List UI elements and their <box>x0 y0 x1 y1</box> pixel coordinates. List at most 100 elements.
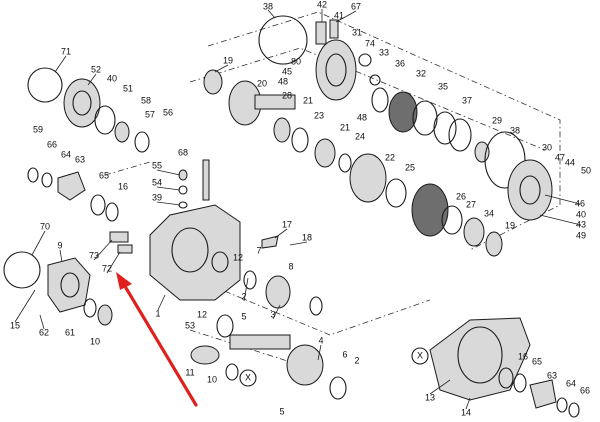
leader-lines <box>14 9 582 410</box>
ring-51 <box>94 105 116 135</box>
callout-55: 55 <box>152 160 162 170</box>
callout-40: 40 <box>107 73 117 83</box>
callout-22: 22 <box>385 152 395 162</box>
callout-2: 2 <box>354 355 359 365</box>
callout-37: 37 <box>462 95 472 105</box>
callout-68: 68 <box>178 147 188 157</box>
arrow-head <box>116 272 132 290</box>
disc-32 <box>388 91 418 133</box>
callout-5: 5 <box>241 311 246 321</box>
leader-line <box>267 9 276 19</box>
callout-10: 10 <box>90 336 100 346</box>
callout-33: 33 <box>379 47 389 57</box>
ring-33 <box>369 74 381 86</box>
ring-25 <box>385 178 407 208</box>
callout-10: 10 <box>207 374 217 384</box>
callout-11: 11 <box>185 367 194 377</box>
ring-23 <box>291 127 309 153</box>
leader-line <box>87 73 97 86</box>
o-ring-71 <box>27 67 63 103</box>
callout-14: 14 <box>461 407 471 417</box>
leader-line <box>243 277 249 302</box>
bearing-58 <box>114 121 130 143</box>
leader-line <box>31 230 46 256</box>
callout-63: 63 <box>75 154 85 164</box>
callout-20: 20 <box>257 78 267 88</box>
bearing-34 <box>463 217 485 247</box>
ring-2-mid <box>309 296 323 316</box>
x-marker-left <box>239 369 257 387</box>
ring-7 <box>243 270 257 290</box>
callout-28: 28 <box>282 90 292 100</box>
callout-72: 72 <box>102 263 112 273</box>
leader-line <box>157 294 166 311</box>
o-ring-38-top <box>258 15 308 65</box>
leader-line <box>429 379 451 395</box>
callout-35: 35 <box>438 81 448 91</box>
callout-54: 54 <box>152 177 162 187</box>
washer-66 <box>27 167 39 183</box>
callout-4: 4 <box>318 335 323 345</box>
callout-43: 43 <box>576 219 586 229</box>
flange-52 <box>63 78 101 128</box>
callout-56: 56 <box>163 107 173 117</box>
callout-3: 3 <box>270 309 275 319</box>
callout-80: 80 <box>291 56 301 66</box>
ring-37a <box>433 111 457 145</box>
callout-13: 13 <box>425 392 435 402</box>
leader-line <box>54 55 67 73</box>
callout-2: 2 <box>241 291 246 301</box>
callout-16: 16 <box>118 181 128 191</box>
callout-21: 21 <box>340 122 350 132</box>
callout-45: 45 <box>282 66 292 76</box>
callout-57: 57 <box>145 109 155 119</box>
ring-27 <box>441 205 463 235</box>
callout-27: 27 <box>466 199 476 209</box>
plug-55 <box>178 169 188 181</box>
callout-51: 51 <box>123 83 133 93</box>
callout-21: 21 <box>303 95 313 105</box>
upper-shaft-assembly <box>203 15 553 257</box>
ring-16-right <box>498 367 514 389</box>
left-assembly <box>3 67 150 326</box>
bearing-10-left <box>97 304 113 326</box>
callout-39: 39 <box>152 192 162 202</box>
washer-66-right <box>568 402 580 418</box>
ring-12 <box>216 314 234 338</box>
callout-71: 71 <box>61 46 71 56</box>
gear-8 <box>265 275 291 309</box>
leader-line <box>274 228 288 239</box>
callout-19: 19 <box>223 55 233 65</box>
callout-12: 12 <box>233 252 243 262</box>
leader-line <box>539 214 582 226</box>
housing-1 <box>149 204 241 301</box>
callout-53: 53 <box>185 320 195 330</box>
bearing-28 <box>273 117 291 143</box>
callout-5: 5 <box>279 406 284 416</box>
callout-25: 25 <box>405 162 415 172</box>
arrow-shaft <box>124 286 198 407</box>
callout-70: 70 <box>40 221 50 231</box>
callout-50: 50 <box>581 165 591 175</box>
callout-63: 63 <box>547 370 557 380</box>
yoke-63-right <box>529 379 557 409</box>
bearing-19-right <box>485 231 503 257</box>
bearing-29 <box>474 141 490 163</box>
yoke-63 <box>57 171 86 201</box>
seal-65-right <box>513 373 527 393</box>
bracket-17 <box>261 235 279 249</box>
callout-52: 52 <box>91 64 101 74</box>
x-marker-left-label: X <box>245 372 251 382</box>
ring-74 <box>358 53 372 67</box>
nut-64 <box>41 172 53 188</box>
x-marker-right <box>411 347 429 365</box>
leader-line <box>156 186 181 191</box>
shaft-20-body <box>254 94 296 110</box>
callout-74: 74 <box>365 38 375 48</box>
pin-73 <box>109 231 129 243</box>
callout-44: 44 <box>565 157 575 167</box>
ring-10 <box>225 363 239 381</box>
gear-4 <box>286 344 324 386</box>
bearing-21 <box>314 138 336 168</box>
